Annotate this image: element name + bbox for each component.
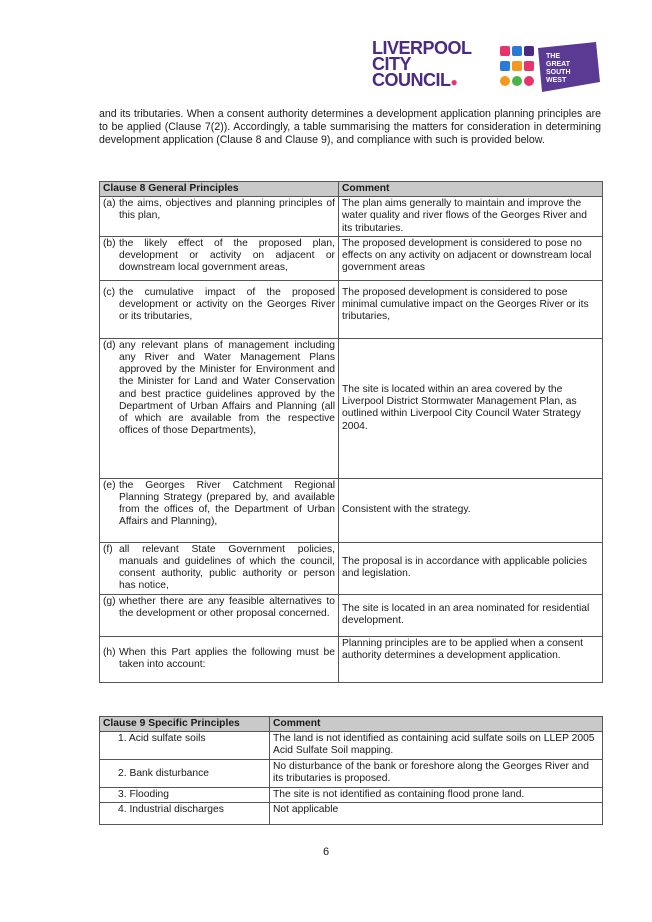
principle-text: the cumulative impact of the proposed de…: [119, 286, 335, 323]
principle-text: the likely effect of the proposed plan, …: [119, 237, 335, 274]
comment-cell: No disturbance of the bank or foreshore …: [269, 759, 603, 789]
principle-cell: (c)the cumulative impact of the proposed…: [99, 279, 339, 339]
item-cell: 4. Industrial discharges: [99, 802, 270, 826]
table-row: 2. Bank disturbance No disturbance of th…: [99, 759, 603, 789]
colour-letters-icon: [500, 46, 534, 86]
principle-text: When this Part applies the following mus…: [119, 647, 335, 671]
item-cell: 1. Acid sulfate soils: [99, 731, 270, 761]
clause9-table: Clause 9 Specific Principles Comment 1. …: [99, 715, 603, 826]
table-row: 4. Industrial discharges Not applicable: [99, 802, 603, 826]
clause9-header-comment: Comment: [269, 715, 603, 733]
table-row: (d)any relevant plans of management incl…: [99, 337, 603, 479]
logo-line-3: COUNCIL: [372, 70, 451, 90]
table-row: (f) all relevant State Government policie…: [99, 541, 603, 595]
item-cell: 3. Flooding: [99, 787, 270, 804]
principle-text: the aims, objectives and planning princi…: [119, 198, 335, 222]
principle-letter: (f): [103, 543, 113, 555]
clause9-header-row: Clause 9 Specific Principles Comment: [99, 715, 603, 733]
table-row: (g)whether there are any feasible altern…: [99, 593, 603, 637]
principle-text: the Georges River Catchment Regional Pla…: [119, 479, 335, 528]
comment-cell: Not applicable: [269, 802, 603, 826]
principle-letter: (e): [103, 479, 116, 491]
principle-letter: (g): [103, 595, 116, 607]
clause8-header-principles: Clause 8 General Principles: [99, 180, 339, 198]
gsw-line-4: WEST: [546, 77, 567, 84]
principle-cell: (h)When this Part applies the following …: [99, 635, 339, 683]
principle-letter: (a): [103, 198, 116, 210]
clause8-table: Clause 8 General Principles Comment (a)t…: [99, 180, 603, 683]
great-south-west-logo: THE GREAT SOUTH WEST: [500, 42, 600, 92]
comment-cell: The plan aims generally to maintain and …: [338, 196, 603, 237]
gsw-line-1: THE: [546, 53, 560, 60]
principle-text: all relevant State Government policies, …: [119, 543, 335, 592]
logo-line-2: CITY: [372, 54, 412, 74]
table-row: (b)the likely effect of the proposed pla…: [99, 235, 603, 281]
comment-cell: The site is not identified as containing…: [269, 787, 603, 804]
principle-letter: (c): [103, 286, 116, 298]
gsw-line-2: GREAT: [546, 61, 571, 68]
principle-cell: (g)whether there are any feasible altern…: [99, 593, 339, 637]
table-row: 1. Acid sulfate soils The land is not id…: [99, 731, 603, 761]
principle-letter: (b): [103, 237, 116, 249]
comment-cell: The site is located in an area nominated…: [338, 593, 603, 637]
comment-cell: The land is not identified as containing…: [269, 731, 603, 761]
intro-paragraph: and its tributaries. When a consent auth…: [99, 108, 601, 146]
table-row: 3. Flooding The site is not identified a…: [99, 787, 603, 804]
page-number: 6: [322, 846, 330, 858]
item-cell: 2. Bank disturbance: [99, 759, 270, 789]
header-logos: LIVERPOOL CITY COUNCIL● THE GREAT SOUTH …: [372, 38, 602, 98]
clause8-header-row: Clause 8 General Principles Comment: [99, 180, 603, 198]
principle-text: any relevant plans of management includi…: [119, 339, 335, 437]
clause8-header-comment: Comment: [338, 180, 603, 198]
gsw-line-3: SOUTH: [546, 69, 571, 76]
principle-cell: (b)the likely effect of the proposed pla…: [99, 235, 339, 281]
table-row: (c)the cumulative impact of the proposed…: [99, 279, 603, 339]
principle-text: whether there are any feasible alternati…: [119, 595, 335, 620]
logo-line-1: LIVERPOOL: [372, 38, 472, 58]
comment-cell: The proposed development is considered t…: [338, 235, 603, 281]
table-row: (h)When this Part applies the following …: [99, 635, 603, 683]
comment-cell: Consistent with the strategy.: [338, 477, 603, 543]
comment-cell: Planning principles are to be applied wh…: [338, 635, 603, 683]
comment-cell: The proposal is in accordance with appli…: [338, 541, 603, 595]
principle-cell: (e)the Georges River Catchment Regional …: [99, 477, 339, 543]
principle-cell: (d)any relevant plans of management incl…: [99, 337, 339, 479]
principle-letter: (h): [103, 647, 116, 659]
principle-cell: (a)the aims, objectives and planning pri…: [99, 196, 339, 237]
comment-cell: The site is located within an area cover…: [338, 337, 603, 479]
table-row: (a)the aims, objectives and planning pri…: [99, 196, 603, 237]
principle-cell: (f) all relevant State Government policie…: [99, 541, 339, 595]
table-row: (e)the Georges River Catchment Regional …: [99, 477, 603, 543]
liverpool-city-council-logo: LIVERPOOL CITY COUNCIL●: [372, 38, 472, 90]
comment-cell: The proposed development is considered t…: [338, 279, 603, 339]
clause9-header-principles: Clause 9 Specific Principles: [99, 715, 270, 733]
principle-letter: (d): [103, 339, 116, 351]
